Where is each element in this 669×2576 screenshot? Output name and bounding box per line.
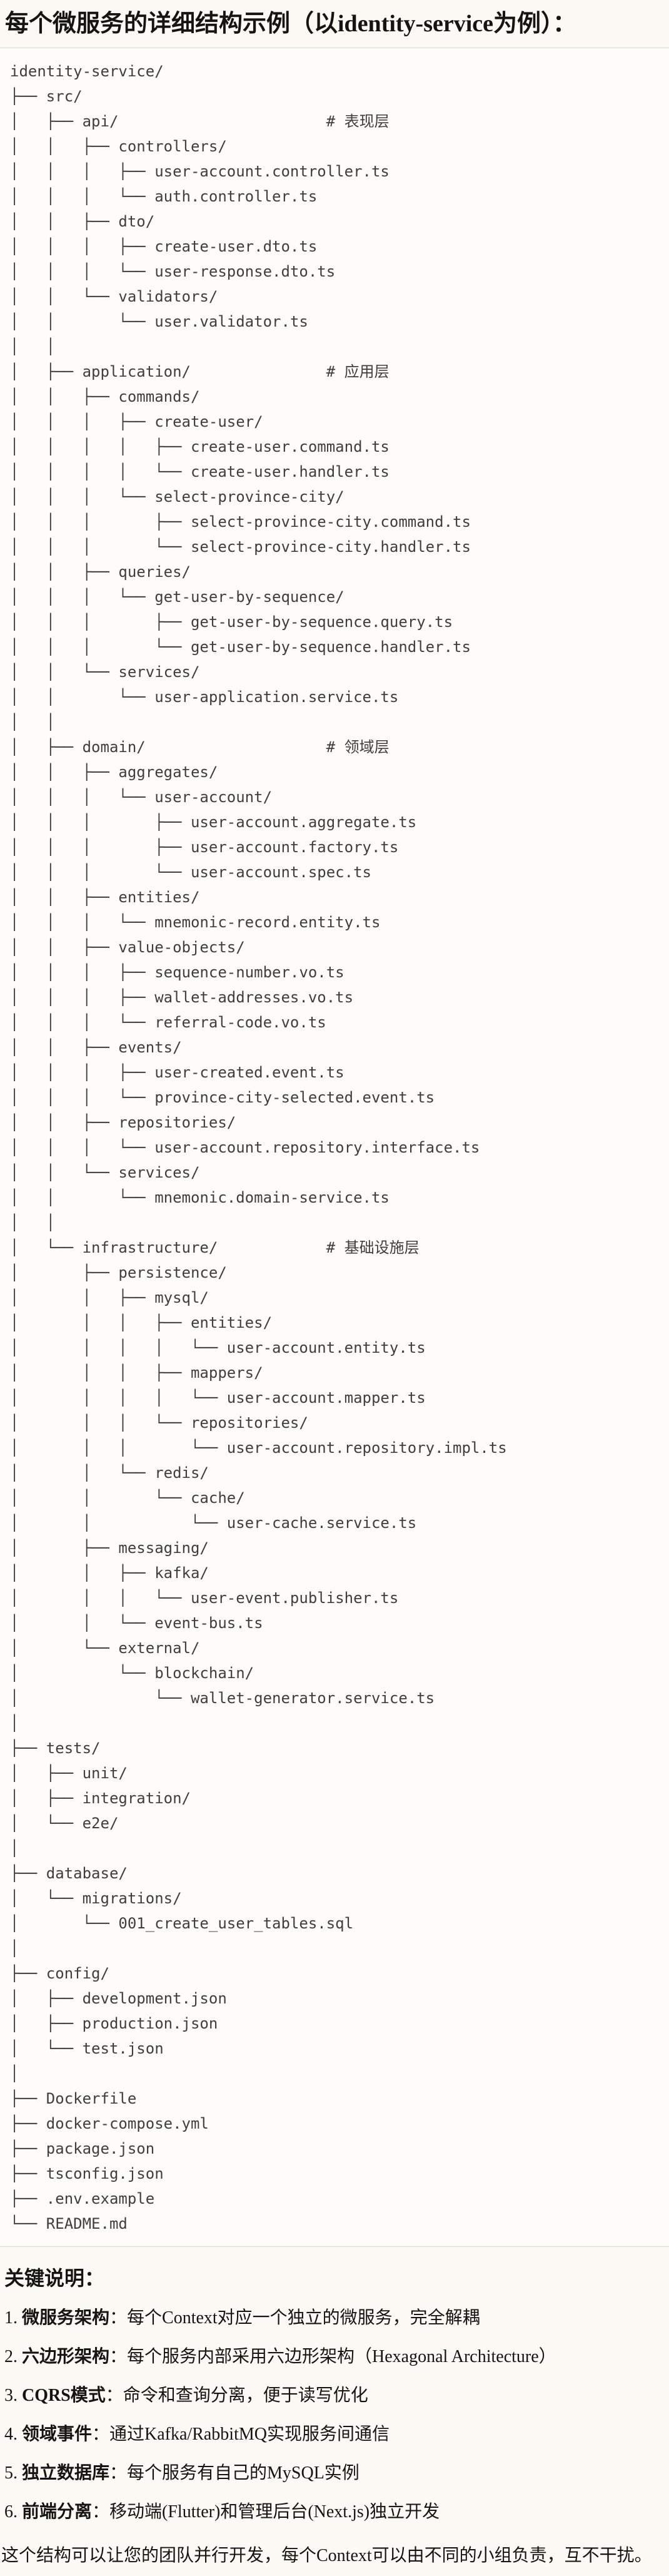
notes-section: 关键说明： 1.微服务架构：每个Context对应一个独立的微服务，完全解耦 2… [0,2266,669,2567]
note-number: 3. [4,2386,18,2405]
note-item-cqrs: 3.CQRS模式：命令和查询分离，便于读写优化 [4,2385,663,2406]
note-text: ：每个服务有自己的MySQL实例 [109,2463,360,2483]
note-number: 1. [4,2308,18,2328]
code-block: identity-service/ ├── src/ │ ├── api/ # … [0,48,669,2247]
note-item-microservice: 1.微服务架构：每个Context对应一个独立的微服务，完全解耦 [4,2308,663,2329]
note-label: 前端分离 [22,2502,93,2522]
note-text: ：移动端(Flutter)和管理后台(Next.js)独立开发 [92,2502,440,2522]
note-text: ：通过Kafka/RabbitMQ实现服务间通信 [92,2425,390,2444]
page-title: 每个微服务的详细结构示例（以identity-service为例）： [5,11,577,37]
note-label: 领域事件 [22,2425,93,2444]
directory-tree: identity-service/ ├── src/ │ ├── api/ # … [10,63,507,2232]
note-item-hexagonal: 2.六边形架构：每个服务内部采用六边形架构（Hexagonal Architec… [4,2346,663,2368]
note-number: 6. [4,2502,18,2522]
note-number: 2. [4,2347,18,2366]
note-item-frontend-split: 6.前端分离：移动端(Flutter)和管理后台(Next.js)独立开发 [4,2502,663,2523]
closing-paragraph: 这个结构可以让您的团队并行开发，每个Context可以由不同的小组负责，互不干扰… [1,2546,652,2565]
note-item-independent-db: 5.独立数据库：每个服务有自己的MySQL实例 [4,2463,663,2484]
note-item-domain-events: 4.领域事件：通过Kafka/RabbitMQ实现服务间通信 [4,2424,663,2445]
note-label: CQRS模式 [22,2386,106,2405]
note-text: ：每个Context对应一个独立的微服务，完全解耦 [109,2308,480,2328]
note-number: 5. [4,2463,18,2483]
notes-heading: 关键说明： [4,2267,105,2289]
note-label: 六边形架构 [22,2347,110,2366]
note-text: ：命令和查询分离，便于读写优化 [105,2386,368,2405]
note-label: 独立数据库 [22,2463,110,2483]
note-number: 4. [4,2425,18,2444]
note-text: ：每个服务内部采用六边形架构（Hexagonal Architecture） [109,2347,556,2366]
note-label: 微服务架构 [22,2308,110,2328]
